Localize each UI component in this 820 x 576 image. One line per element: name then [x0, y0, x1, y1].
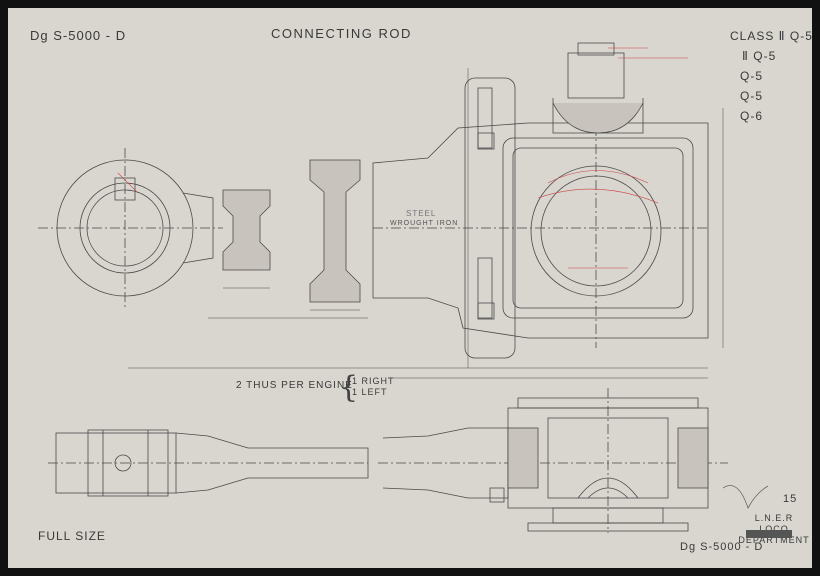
material-label-wrought-iron: WROUGHT IRON: [390, 220, 459, 227]
engineering-drawing: [38, 42, 769, 533]
signature-mark: [722, 485, 769, 510]
class-line: Ⅱ Q-5: [742, 49, 777, 63]
handedness-right: 1 RIGHT: [352, 376, 395, 386]
material-label-steel: STEEL: [406, 209, 437, 218]
drawing-sheet: Dg S-5000 - D CONNECTING ROD CLASS Ⅱ Q-5…: [8, 8, 812, 568]
red-annotations: [117, 47, 688, 269]
department-name: LOCO DEPARTMENT: [738, 524, 810, 545]
class-line: Q-6: [740, 109, 764, 123]
class-line: CLASS Ⅱ Q-5: [730, 29, 812, 43]
small-end-eye: [38, 148, 223, 308]
brace-symbol: {: [339, 370, 360, 405]
class-line: Q-5: [740, 89, 764, 103]
scale-note: FULL SIZE: [38, 529, 106, 543]
dimension-lines: [128, 68, 724, 379]
quantity-note: 2 THUS PER ENGINE: [236, 380, 353, 391]
plan-view: [48, 388, 728, 533]
sheet-number: 15: [783, 493, 798, 505]
drawing-number-top: Dg S-5000 - D: [30, 28, 127, 43]
drawing-title: CONNECTING ROD: [271, 26, 412, 41]
i-section-small: [222, 189, 271, 271]
handedness-left: 1 LEFT: [352, 387, 388, 397]
class-line: Q-5: [740, 69, 764, 83]
class-block: CLASS Ⅱ Q-5 Ⅱ Q-5 Q-5 Q-5 Q-6: [730, 26, 812, 126]
company-block: L.N.E.R LOCO DEPARTMENT: [736, 513, 812, 546]
rod-body: [372, 42, 709, 359]
handedness-list: 1 RIGHT 1 LEFT: [352, 376, 395, 398]
drawing-number-bottom: Dg S-5000 - D: [680, 541, 764, 553]
company-name: L.N.E.R: [754, 513, 794, 523]
i-section-large: [309, 159, 361, 303]
department-stamp: [746, 530, 792, 538]
